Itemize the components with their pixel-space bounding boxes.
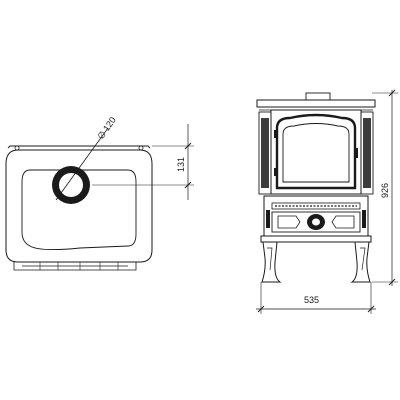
dim-131-tick-top bbox=[184, 142, 192, 150]
flue-collar-inner bbox=[59, 173, 83, 197]
ash-drawer-panel bbox=[271, 211, 361, 233]
top-view-rear-rail bbox=[7, 145, 151, 149]
top-view-cooking-plate bbox=[21, 169, 137, 251]
dim-926-tick-top bbox=[388, 89, 396, 97]
top-plate bbox=[256, 99, 376, 108]
dim-131-tick-bottom bbox=[184, 181, 192, 189]
left-leg bbox=[261, 241, 282, 283]
top-view-front-slots bbox=[39, 262, 119, 270]
flue-offset-label: 131 bbox=[176, 157, 186, 172]
height-label: 926 bbox=[380, 183, 390, 198]
ash-panel-ornament-right bbox=[331, 215, 355, 229]
firebox-frame bbox=[270, 109, 362, 195]
door-hinge-bottom bbox=[274, 168, 278, 176]
door-glass bbox=[282, 123, 350, 183]
top-view-front-edge bbox=[13, 262, 137, 271]
top-view-outline bbox=[5, 149, 153, 263]
front-view: 926 535 bbox=[256, 89, 398, 314]
ash-panel-ornament-left bbox=[277, 215, 301, 229]
air-control-knob-centre bbox=[312, 218, 320, 226]
ash-drawer-top-rail bbox=[271, 202, 361, 210]
dim-926-tick-bottom bbox=[388, 278, 396, 286]
right-column-shade bbox=[363, 118, 371, 188]
base-plinth bbox=[260, 235, 372, 243]
diameter-leader bbox=[55, 127, 109, 201]
rail-screw-right bbox=[138, 145, 144, 151]
rail-screw-left bbox=[14, 145, 20, 151]
left-column-shade bbox=[261, 118, 269, 188]
dim-535-tick-left bbox=[257, 305, 265, 313]
flue-spigot bbox=[305, 92, 331, 101]
ash-side-right bbox=[362, 210, 366, 228]
right-leg-detail bbox=[360, 247, 366, 271]
left-leg-detail bbox=[267, 247, 273, 271]
door-frame bbox=[275, 113, 357, 190]
door-handle bbox=[354, 148, 358, 158]
dim-535-tick-right bbox=[367, 305, 375, 313]
door-hinge-top bbox=[274, 130, 278, 138]
width-label: 535 bbox=[304, 295, 319, 305]
top-view: ∅120 131 bbox=[5, 115, 194, 271]
right-leg bbox=[350, 241, 371, 283]
ash-side-left bbox=[266, 210, 270, 228]
diameter-label: ∅120 bbox=[95, 115, 117, 141]
